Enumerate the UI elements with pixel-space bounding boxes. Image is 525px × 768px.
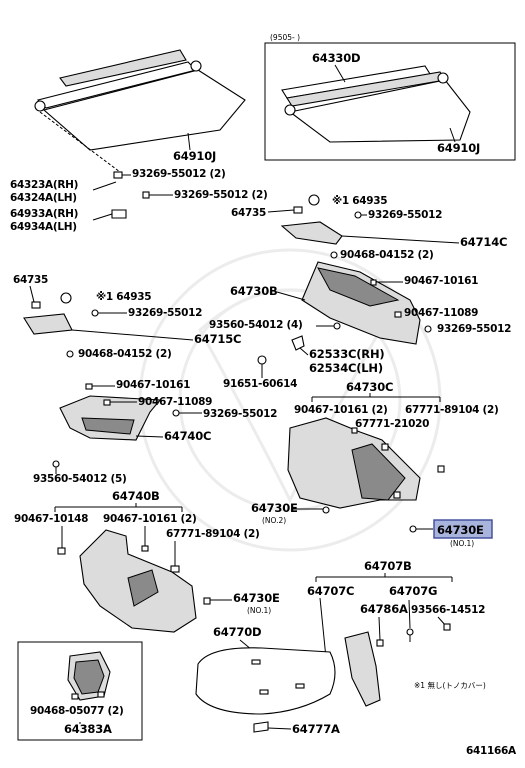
label-90467-10148: 90467-10148: [14, 513, 88, 525]
label-64735-l: 64735: [13, 274, 48, 286]
label-93566-14512: 93566-14512: [411, 604, 485, 616]
label-90468-04152-r: 90468-04152 (2): [340, 249, 433, 261]
inset-date-label: (9505- ): [270, 33, 300, 42]
label-90467-10161-b: 90467-10161: [116, 379, 190, 391]
hook-rh: [111, 209, 127, 219]
label-64910J-inset: 64910J: [437, 141, 480, 155]
inset-box-top: [264, 42, 516, 161]
label-64714C: 64714C: [460, 235, 507, 249]
label-93269-55012-2b: 93269-55012 (2): [174, 189, 267, 201]
deck-board-64770D: [195, 647, 336, 715]
label-64777A: 64777A: [292, 722, 340, 736]
label-91651-60614: 91651-60614: [223, 378, 297, 390]
label-64735-r: 64735: [231, 207, 266, 219]
panel-64707G: [344, 631, 381, 707]
label-64730E-no1: 64730E: [233, 591, 280, 605]
label-64715C: 64715C: [194, 332, 241, 346]
label-90467-10161-2b: 90467-10161 (2): [103, 513, 196, 525]
label-no1-highlight: (NO.1): [450, 539, 474, 548]
label-93269-55012-c: 93269-55012: [437, 323, 511, 335]
label-90467-11089-b: 90467-11089: [138, 396, 212, 408]
panel-64730B: [301, 261, 421, 345]
label-90468-05077-2: 90468-05077 (2): [30, 705, 123, 717]
label-64786A: 64786A: [360, 602, 408, 616]
label-90467-11089-a: 90467-11089: [404, 307, 478, 319]
label-no2: (NO.2): [262, 516, 286, 525]
clip-64777A: [253, 721, 269, 733]
label-64910J: 64910J: [173, 149, 216, 163]
bracket-64714C: [280, 221, 343, 245]
bracket-rh: [113, 171, 123, 179]
cap-64935-r: [308, 194, 320, 206]
label-64707C: 64707C: [307, 584, 354, 598]
label-64730E-highlight[interactable]: 64730E: [437, 523, 484, 537]
footnote: ※1 無し(トノカバー): [414, 680, 486, 690]
label-64324A: 64324A(LH): [10, 192, 77, 204]
label-67771-89104-2a: 67771-89104 (2): [405, 404, 498, 416]
label-93560-54012-5: 93560-54012 (5): [33, 473, 126, 485]
label-90468-04152-l: 90468-04152 (2): [78, 348, 171, 360]
label-64935-l: ※1 64935: [96, 291, 151, 303]
label-62534C: 62534C(LH): [309, 361, 383, 375]
label-64330D: 64330D: [312, 51, 360, 65]
label-90467-10161-2a: 90467-10161 (2): [294, 404, 387, 416]
clip-64735-l: [31, 301, 41, 309]
label-64323A: 64323A(RH): [10, 179, 78, 191]
label-64740C: 64740C: [164, 429, 211, 443]
hook-62533C: [291, 335, 305, 351]
label-64740B: 64740B: [112, 489, 160, 503]
tonneau-cover: [34, 49, 246, 151]
label-64770D: 64770D: [213, 625, 261, 639]
label-93269-55012-r: 93269-55012: [368, 209, 442, 221]
label-90467-10161-a: 90467-10161: [404, 275, 478, 287]
highlight-64730E[interactable]: [433, 519, 493, 539]
label-64730B: 64730B: [230, 284, 278, 298]
figure-code: 641166A: [466, 745, 517, 757]
label-93269-55012-2a: 93269-55012 (2): [132, 168, 225, 180]
label-no1: (NO.1): [247, 606, 271, 615]
label-64730C: 64730C: [346, 380, 393, 394]
clip-64735-r: [293, 206, 303, 214]
label-93269-55012-l: 93269-55012: [128, 307, 202, 319]
label-64383A: 64383A: [64, 722, 112, 736]
label-93269-55012-d: 93269-55012: [203, 408, 277, 420]
label-67771-89104-2b: 67771-89104 (2): [166, 528, 259, 540]
screw-a: [142, 191, 150, 199]
bracket-64715C: [23, 313, 73, 335]
tonneau-cover-inset: [281, 65, 471, 143]
trim-64740C: [59, 395, 162, 441]
label-64730E-no2: 64730E: [251, 501, 298, 515]
label-67771-21020: 67771-21020: [355, 418, 429, 430]
label-64707G: 64707G: [389, 584, 437, 598]
label-93560-54012-4: 93560-54012 (4): [209, 319, 302, 331]
label-64707B: 64707B: [364, 559, 412, 573]
label-62533C: 62533C(RH): [309, 347, 384, 361]
label-64935-r: ※1 64935: [332, 195, 387, 207]
inset-box-bottom: [17, 641, 143, 741]
label-64933A: 64933A(RH): [10, 208, 78, 220]
label-64934A: 64934A(LH): [10, 221, 77, 233]
